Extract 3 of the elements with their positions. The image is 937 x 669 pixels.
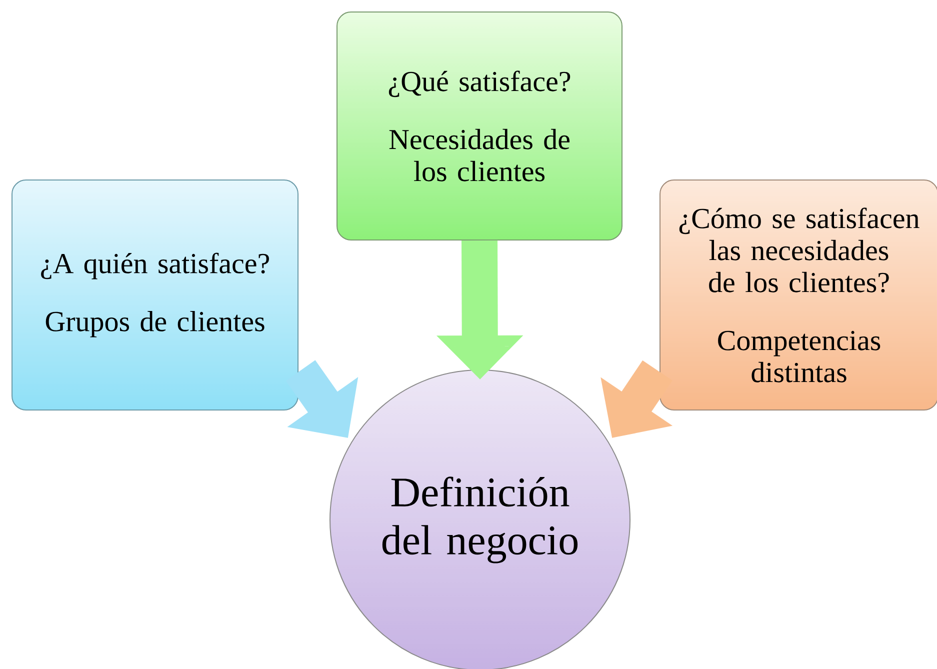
question-box: ¿Qué satisface? Necesidades de los clientes [336,12,622,240]
question-box: ¿Cómo se satisfacen las necesidades de los clientes? Competencias distintas [660,180,937,410]
question-box: ¿A quién satisface? Grupos de clientes [12,180,298,410]
